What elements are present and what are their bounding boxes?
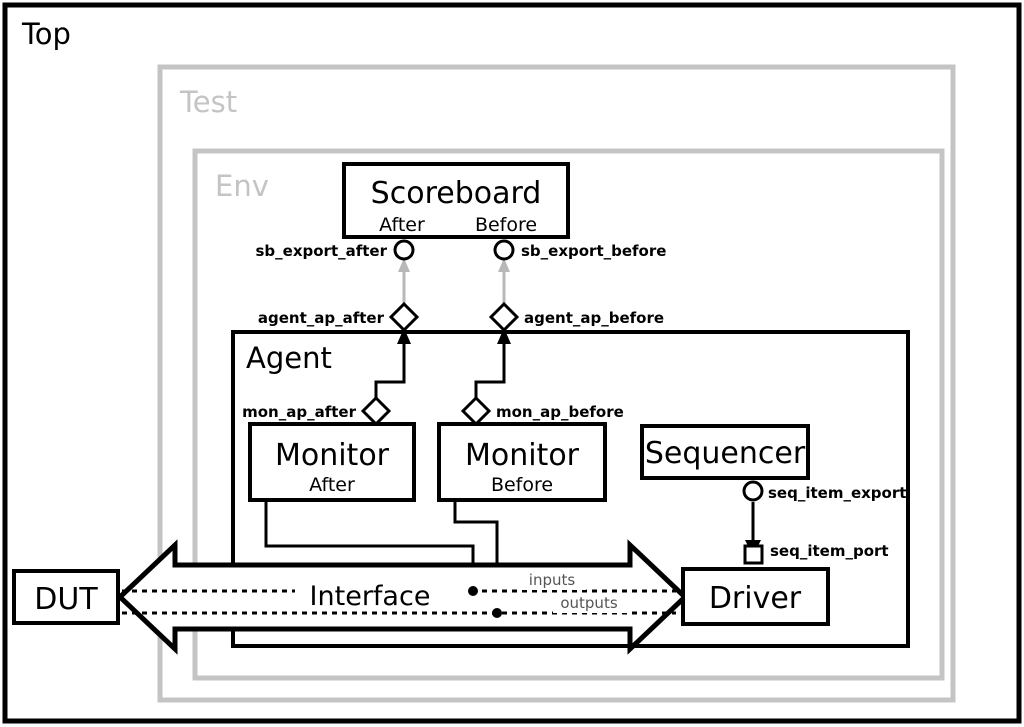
connection-mon-ap-before-to-agent-ap-before: [474, 328, 511, 400]
inputs-label-backdrop: [518, 570, 586, 590]
block-scoreboard[interactable]: [342, 162, 570, 239]
port-agent-ap-before-label: agent_ap_before: [524, 309, 664, 327]
port-mon-ap-after-label: mon_ap_after: [242, 403, 356, 421]
interface-outputs-label: outputs: [560, 594, 617, 612]
port-mon-ap-before-label: mon_ap_before: [496, 403, 624, 421]
port-agent-ap-after-label: agent_ap_after: [258, 309, 385, 327]
block-monitor-after[interactable]: [248, 422, 416, 502]
port-sb-export-before-icon[interactable]: [493, 239, 515, 261]
block-monitor-before-title: Monitor: [465, 438, 580, 473]
container-test-label: Test: [179, 85, 237, 119]
block-monitor-after-title: Monitor: [275, 438, 390, 473]
tap-dot-inputs: [468, 586, 478, 596]
interface-label-backdrop: [295, 578, 480, 608]
block-monitor-after-sub: After: [309, 474, 355, 496]
block-driver[interactable]: [681, 567, 830, 626]
connection-mon-ap-after-to-agent-ap-after: [374, 328, 411, 400]
port-seq-item-port-icon[interactable]: [743, 544, 764, 565]
port-agent-ap-before-icon[interactable]: [488, 301, 520, 333]
container-env-label: Env: [215, 169, 269, 203]
connection-agent-ap-before-to-sb-export-before: [498, 258, 510, 306]
container-agent: [231, 330, 910, 648]
interface-inputs-label: inputs: [529, 571, 576, 589]
tap-dot-outputs: [492, 608, 502, 618]
block-monitor-before[interactable]: [437, 422, 607, 502]
port-sb-export-before-label: sb_export_before: [521, 242, 666, 260]
port-seq-item-export-label: seq_item_export: [768, 484, 906, 502]
block-scoreboard-sub-after: After: [379, 214, 425, 236]
block-scoreboard-title: Scoreboard: [371, 176, 542, 211]
port-seq-item-port-label: seq_item_port: [770, 542, 889, 560]
block-monitor-before-sub: Before: [491, 474, 553, 496]
connection-agent-ap-after-to-sb-export-after: [398, 258, 410, 306]
block-sequencer-title: Sequencer: [645, 436, 806, 471]
container-test: [157, 64, 956, 703]
block-dut-title: DUT: [34, 582, 98, 617]
block-driver-title: Driver: [709, 581, 802, 616]
outputs-label-backdrop: [553, 593, 631, 613]
block-sequencer[interactable]: [640, 424, 810, 480]
port-sb-export-after-icon[interactable]: [393, 239, 415, 261]
port-agent-ap-after-icon[interactable]: [388, 301, 420, 333]
block-scoreboard-sub-before: Before: [475, 214, 537, 236]
container-top-label: Top: [21, 17, 71, 51]
port-sb-export-after-label: sb_export_after: [255, 242, 387, 260]
block-dut[interactable]: [12, 569, 120, 625]
interface-label: Interface: [310, 581, 431, 612]
container-env: [192, 148, 945, 681]
port-seq-item-export-icon[interactable]: [742, 480, 764, 502]
container-agent-label: Agent: [246, 341, 332, 375]
